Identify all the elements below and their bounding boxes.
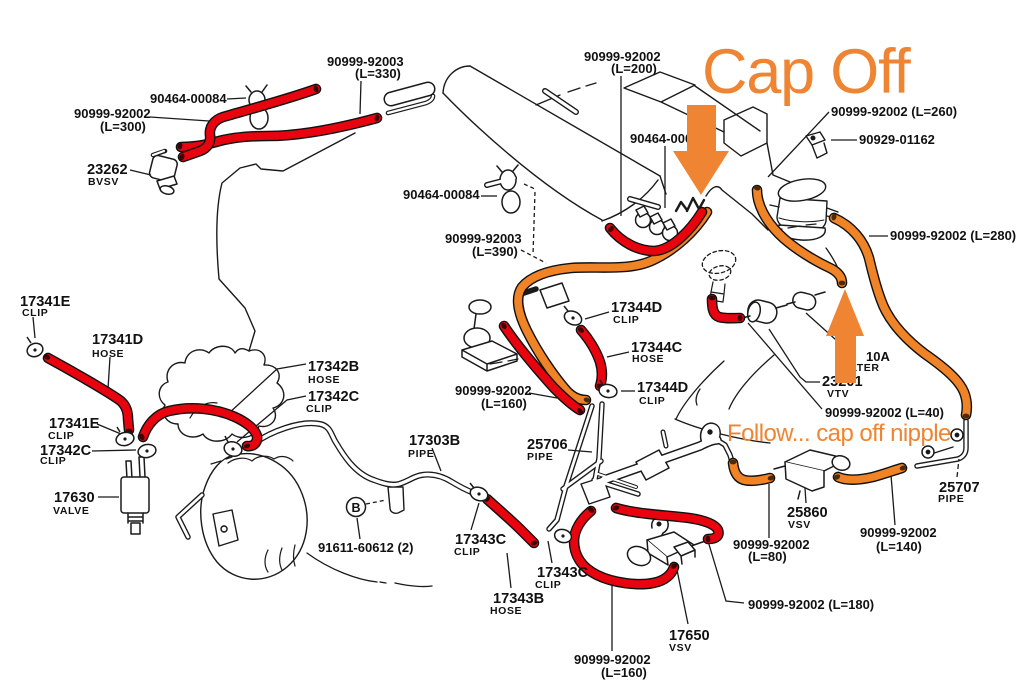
svg-text:90999-92002: 90999-92002 [455,383,532,398]
svg-text:CLIP: CLIP [306,403,332,415]
svg-text:25707: 25707 [939,480,980,496]
svg-text:90464-00084: 90464-00084 [150,91,227,106]
svg-text:17343C: 17343C [455,532,507,548]
svg-text:17343C: 17343C [537,565,589,581]
svg-text:90999-92002: 90999-92002 [860,525,937,540]
svg-text:(L=160): (L=160) [481,396,527,411]
svg-text:HOSE: HOSE [490,605,522,617]
svg-text:90999-92002: 90999-92002 [574,652,651,667]
svg-text:BVSV: BVSV [88,176,119,188]
svg-text:(L=300): (L=300) [100,119,146,134]
svg-text:25860: 25860 [787,505,828,521]
svg-text:Cap Off: Cap Off [702,37,911,107]
svg-text:90999-92002: 90999-92002 [733,537,810,552]
svg-text:(L=390): (L=390) [472,244,518,259]
svg-text:90929-01162: 90929-01162 [859,132,935,147]
svg-text:HOSE: HOSE [632,353,664,365]
svg-text:91611-60612 (2): 91611-60612 (2) [318,540,413,555]
svg-text:17344C: 17344C [631,340,683,356]
svg-text:90999-92002 (L=40): 90999-92002 (L=40) [825,405,944,420]
svg-text:CLIP: CLIP [535,579,561,591]
svg-text:90999-92002 (L=280): 90999-92002 (L=280) [890,228,1016,243]
svg-text:17630: 17630 [54,490,95,506]
svg-text:CLIP: CLIP [22,307,48,319]
svg-text:17341E: 17341E [20,294,71,310]
svg-text:90999-92003: 90999-92003 [327,54,404,69]
svg-text:CLIP: CLIP [40,455,66,467]
svg-text:VSV: VSV [788,519,811,531]
svg-text:(L=140): (L=140) [876,539,922,554]
svg-text:(L=160): (L=160) [601,665,647,680]
svg-text:90464-00084: 90464-00084 [403,187,480,202]
svg-text:90999-92002: 90999-92002 [584,49,661,64]
svg-text:CLIP: CLIP [639,395,665,407]
svg-text:VTV: VTV [827,388,849,400]
svg-text:(L=200): (L=200) [611,61,657,76]
svg-text:17342C: 17342C [40,443,92,459]
svg-text:VSV: VSV [669,642,692,654]
svg-text:17344D: 17344D [611,300,662,316]
svg-text:PIPE: PIPE [938,493,964,505]
svg-text:17343B: 17343B [493,591,544,607]
svg-text:17341D: 17341D [92,332,143,348]
svg-text:23262: 23262 [87,162,128,178]
svg-text:90999-92003: 90999-92003 [445,231,522,246]
svg-text:17342B: 17342B [308,359,359,375]
svg-text:CLIP: CLIP [454,546,480,558]
svg-text:PIPE: PIPE [527,451,553,463]
svg-text:17344D: 17344D [637,380,688,396]
svg-text:17341E: 17341E [49,416,100,432]
svg-text:VALVE: VALVE [53,505,89,517]
svg-text:10A: 10A [866,349,890,364]
svg-text:(L=330): (L=330) [355,66,401,81]
svg-text:25706: 25706 [527,437,568,453]
svg-text:HOSE: HOSE [308,374,340,386]
svg-text:CLIP: CLIP [48,430,74,442]
svg-text:(L=80): (L=80) [748,549,787,564]
svg-text:B: B [351,501,360,515]
svg-text:90999-92002 (L=260): 90999-92002 (L=260) [831,104,957,119]
svg-text:CLIP: CLIP [613,314,639,326]
svg-text:HOSE: HOSE [92,348,124,360]
svg-text:17303B: 17303B [409,433,460,449]
svg-text:17650: 17650 [669,628,710,644]
svg-text:90999-92002 (L=180): 90999-92002 (L=180) [748,597,874,612]
svg-text:90999-92002: 90999-92002 [74,106,151,121]
svg-text:17342C: 17342C [308,389,360,405]
svg-text:Follow... cap off nipple: Follow... cap off nipple [727,420,951,447]
svg-text:PIPE: PIPE [408,448,434,460]
